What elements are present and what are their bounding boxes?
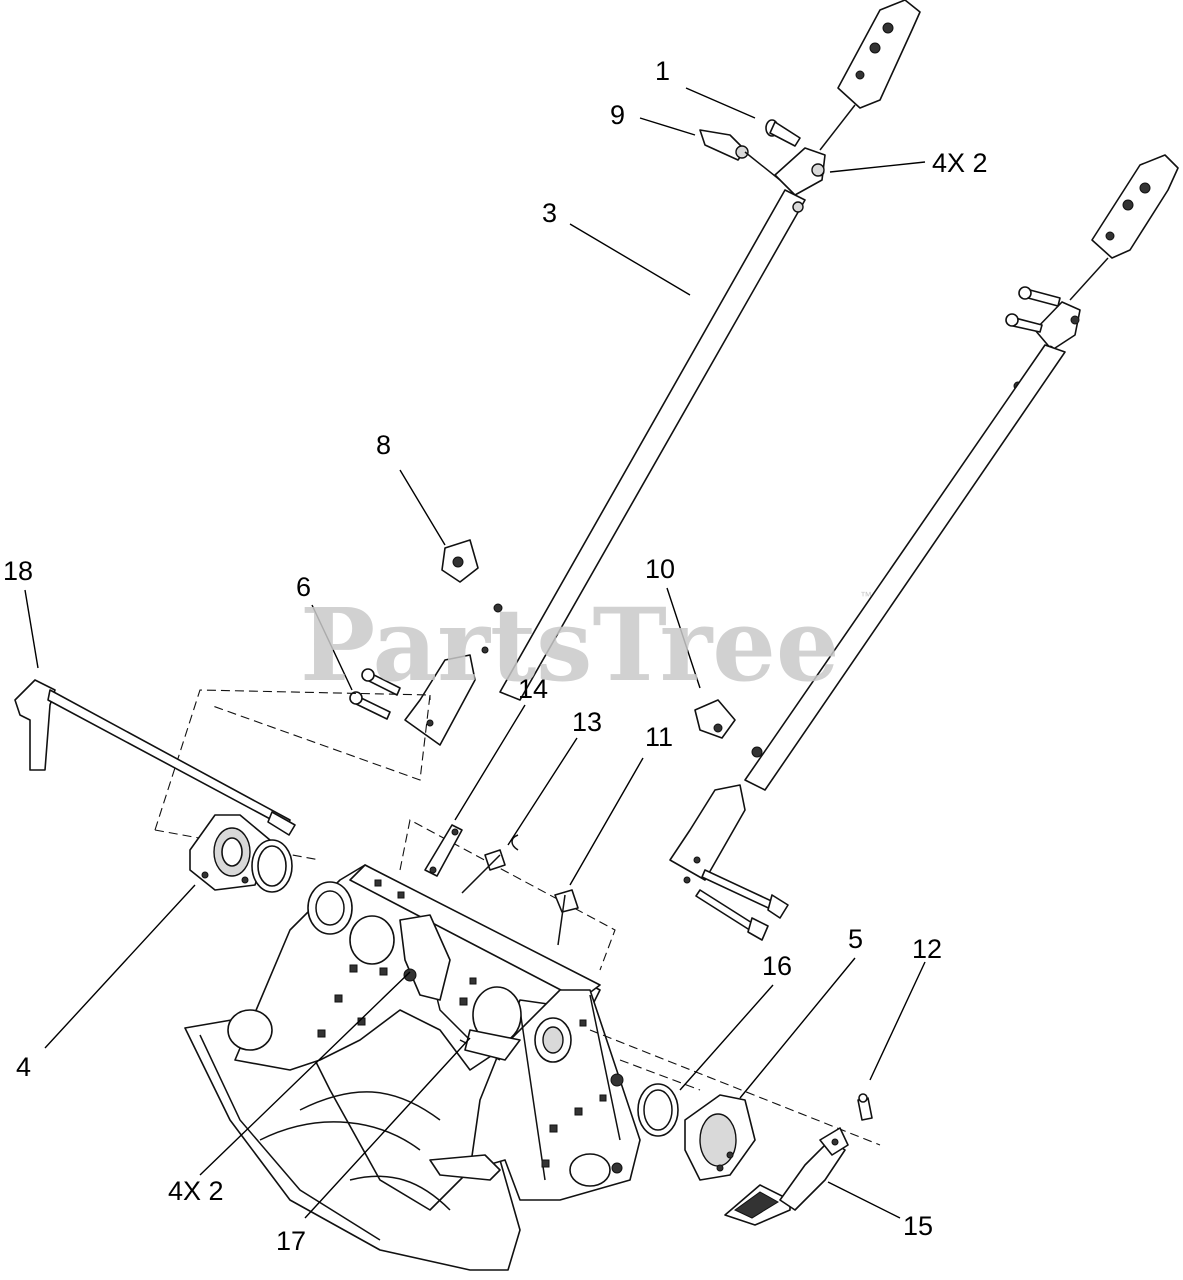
linkage-parts bbox=[399, 819, 616, 971]
part-12-pin bbox=[857, 1093, 873, 1121]
callout-13: 13 bbox=[572, 707, 602, 737]
top-nuts bbox=[792, 163, 825, 213]
callout-16: 16 bbox=[762, 951, 792, 981]
part-10-block bbox=[694, 699, 736, 739]
part-15-pedal bbox=[724, 1127, 849, 1226]
callout-17: 17 bbox=[276, 1226, 306, 1256]
watermark-trademark: ™ bbox=[860, 589, 872, 603]
callout-6: 6 bbox=[296, 572, 311, 602]
callout-4: 4 bbox=[16, 1052, 31, 1082]
callout-14: 14 bbox=[518, 674, 548, 704]
callout-labels: 1 9 4X 2 3 8 18 6 10 14 13 11 4 5 16 12 … bbox=[3, 56, 988, 1256]
callout-1: 1 bbox=[655, 56, 670, 86]
part-4-bearing bbox=[189, 814, 293, 893]
callout-3: 3 bbox=[542, 198, 557, 228]
part-1-pin bbox=[765, 119, 801, 147]
part-5-bearing bbox=[684, 1094, 756, 1181]
callout-15: 15 bbox=[903, 1211, 933, 1241]
right-handle bbox=[669, 154, 1179, 941]
callout-11: 11 bbox=[645, 722, 673, 752]
part-9-clip bbox=[699, 129, 781, 181]
part-18-rod bbox=[14, 679, 296, 836]
watermark-brand: PartsTree bbox=[300, 586, 840, 704]
callout-12: 12 bbox=[912, 934, 942, 964]
callout-18: 18 bbox=[3, 556, 33, 586]
callout-5: 5 bbox=[848, 924, 863, 954]
callout-4x2-bottom: 4X 2 bbox=[168, 1176, 224, 1206]
leader-lines bbox=[24, 87, 926, 1219]
callout-4x2-top: 4X 2 bbox=[932, 148, 988, 178]
part-8-bracket bbox=[441, 539, 479, 583]
callout-10: 10 bbox=[645, 554, 675, 584]
callout-8: 8 bbox=[376, 430, 391, 460]
callout-9: 9 bbox=[610, 100, 625, 130]
housing bbox=[184, 864, 641, 1271]
part-6-bolts bbox=[349, 668, 401, 720]
